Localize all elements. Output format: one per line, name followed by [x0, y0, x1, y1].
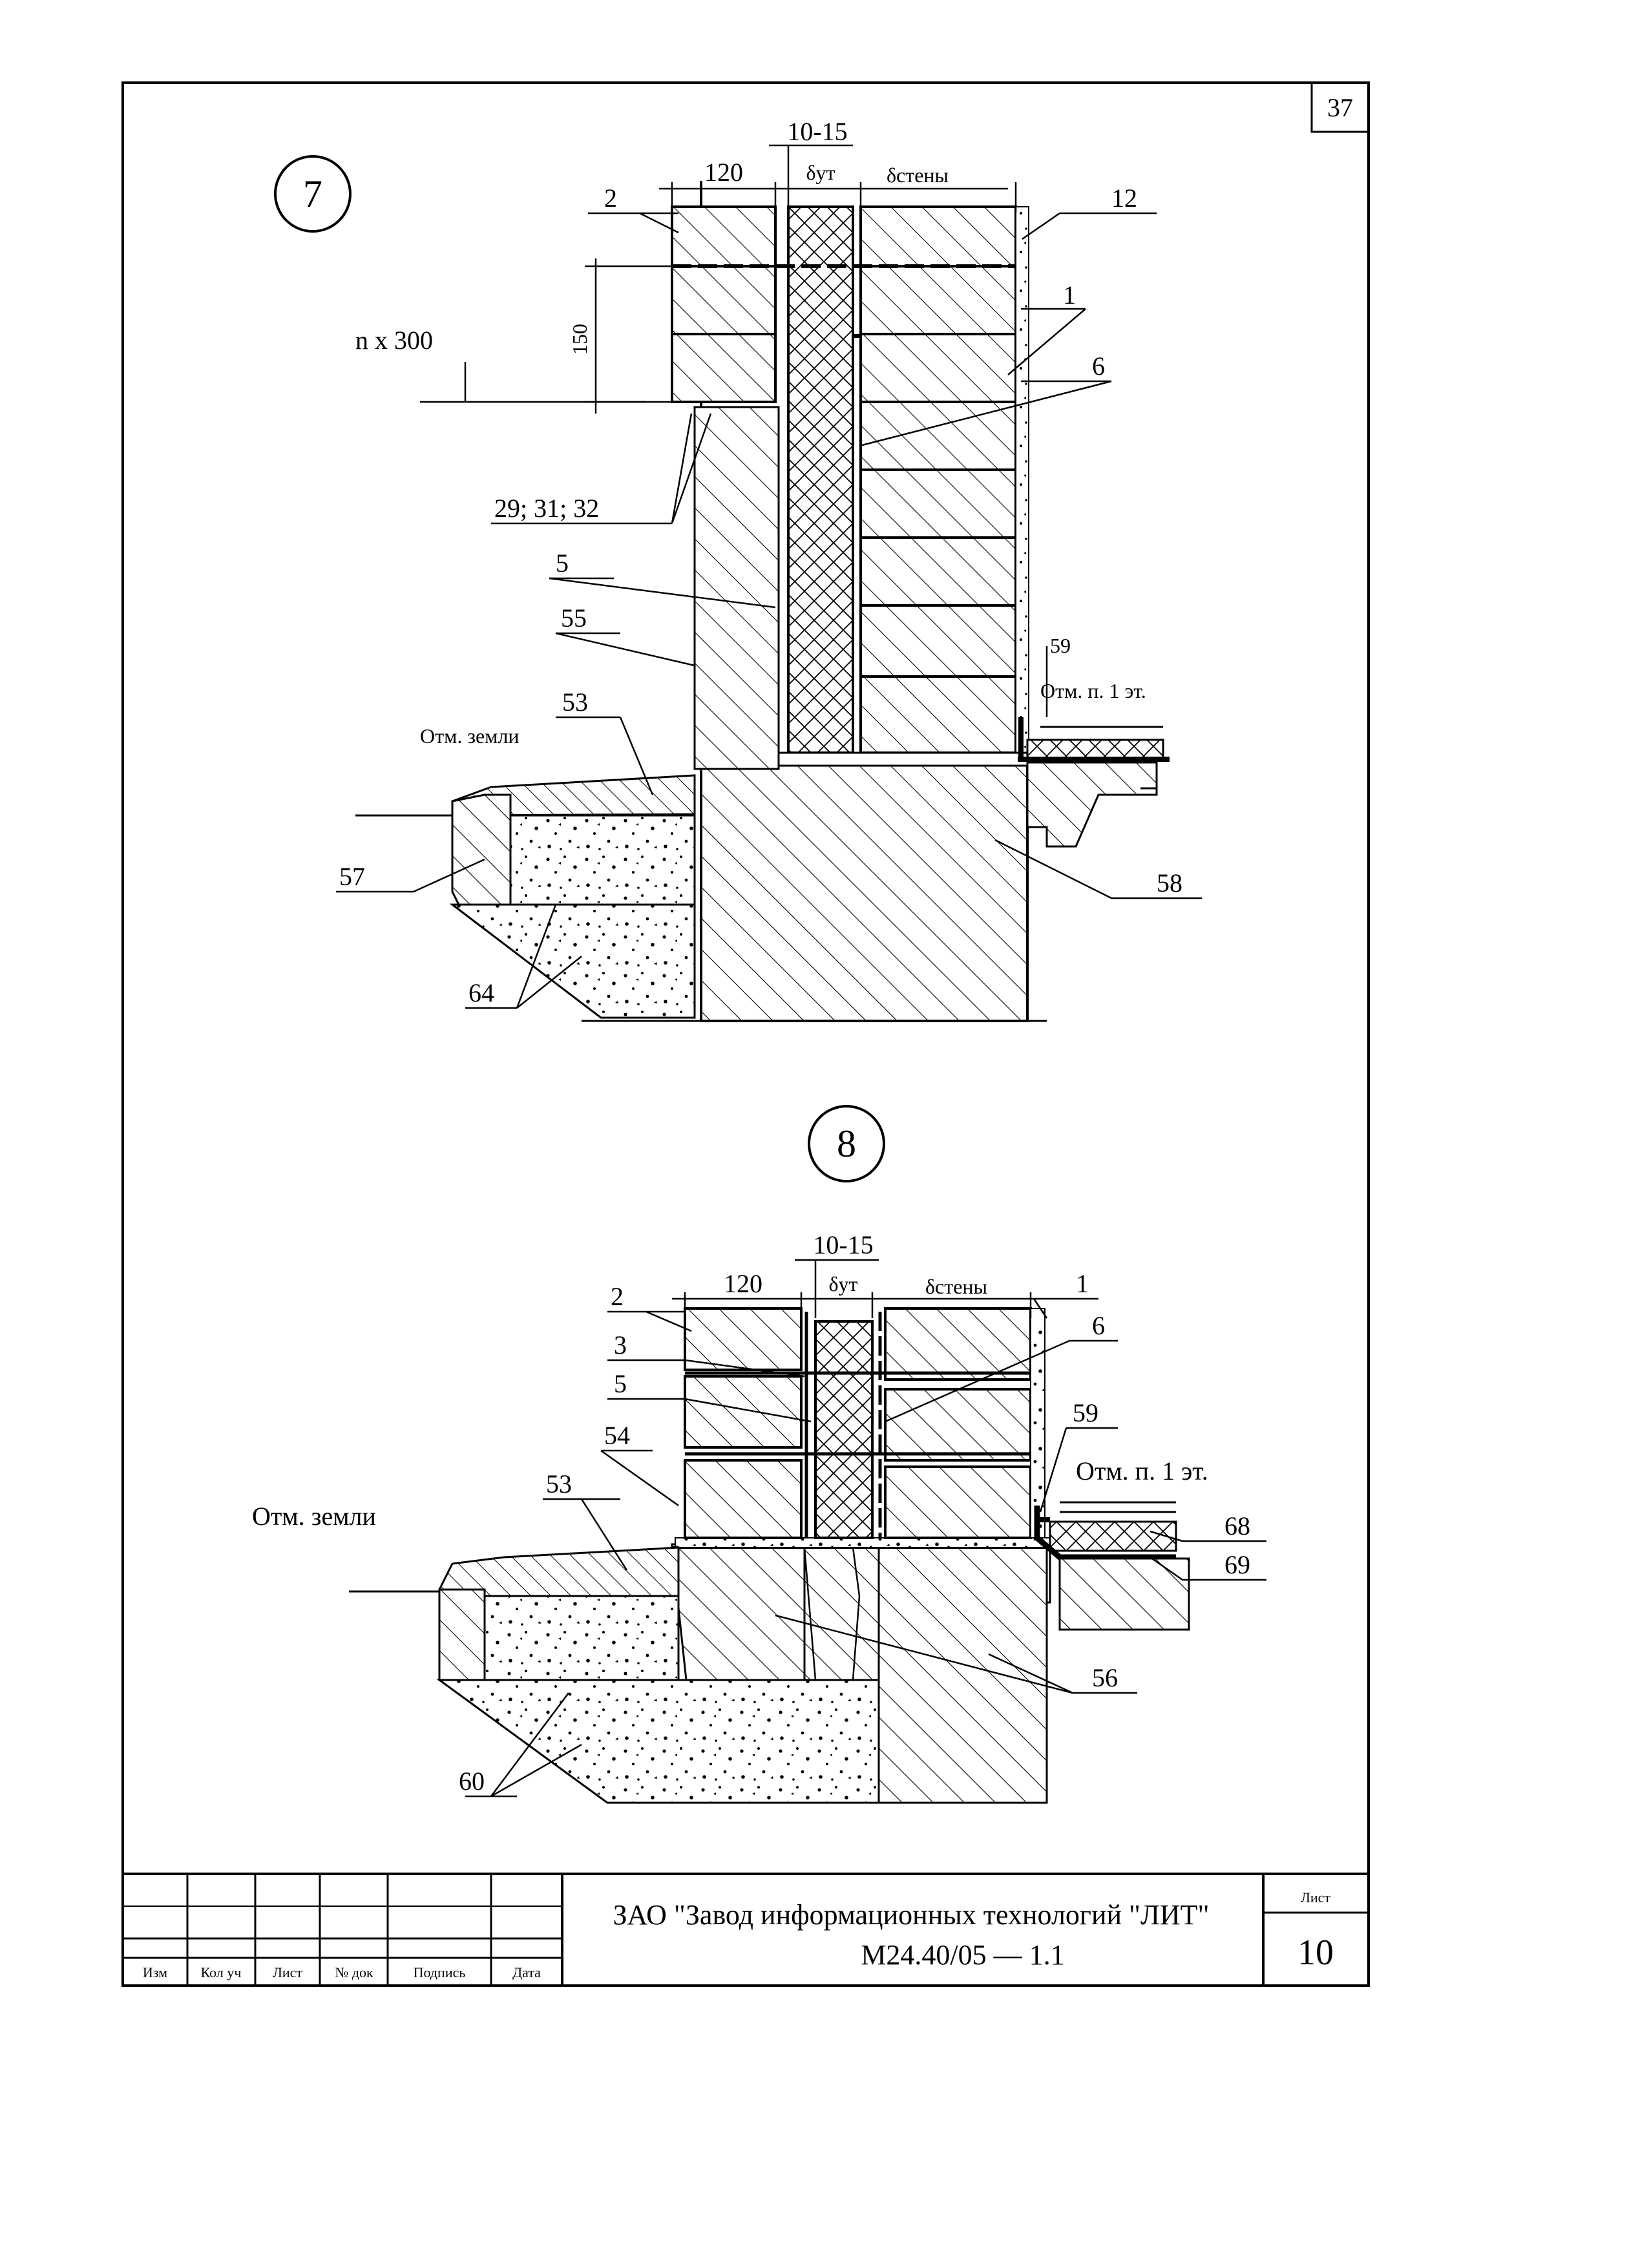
callout-8-2: 2 — [611, 1282, 624, 1311]
foundation-56-a — [671, 1546, 806, 1681]
callout-8-53: 53 — [546, 1469, 572, 1498]
detail-7-marker — [274, 155, 352, 233]
callout-8-59: 59 — [1073, 1398, 1098, 1427]
callout-7-12: 12 — [1111, 184, 1137, 213]
callout-7-58: 58 — [1157, 868, 1182, 898]
callout-8-54: 54 — [604, 1421, 630, 1450]
callout-8-68: 68 — [1224, 1511, 1250, 1540]
tb-header-date: Дата — [512, 1964, 541, 1980]
mortar-bed-54 — [675, 1537, 1051, 1548]
inner-plaster-12 — [1015, 206, 1029, 763]
detail-7-number: 7 — [303, 173, 322, 215]
sheet-number-top: 37 — [1327, 93, 1353, 122]
dim-8-wall: δстены — [925, 1275, 987, 1298]
inner-masonry-8 — [884, 1307, 1032, 1539]
wall-ties — [672, 264, 1016, 338]
wall-base-slab — [777, 751, 1032, 767]
detail-8-marker — [808, 1105, 885, 1182]
callout-7-1: 1 — [1063, 280, 1076, 310]
tb-header-signature: Подпись — [414, 1964, 466, 1980]
tb-sheet-label: Лист — [1301, 1889, 1330, 1906]
detail-8-number: 8 — [837, 1122, 856, 1165]
dim-8-insul: δут — [828, 1272, 857, 1296]
floor-level-7: Отм. п. 1 эт. — [1040, 679, 1146, 702]
callout-7-59: 59 — [1050, 634, 1071, 657]
callout-7-6: 6 — [1092, 352, 1105, 381]
callout-8-1: 1 — [1076, 1269, 1089, 1298]
dim-8-gap: 10-15 — [813, 1230, 873, 1259]
blind-area — [449, 774, 696, 1019]
callout-8-60: 60 — [459, 1767, 485, 1796]
dim-8-outer: 120 — [724, 1269, 762, 1298]
callout-7-64: 64 — [468, 978, 494, 1007]
callout-8-5: 5 — [614, 1369, 627, 1398]
dim-7-wall: δстены — [887, 163, 949, 187]
floor-structure-8 — [1034, 1501, 1190, 1631]
course-joints-8 — [685, 1371, 1031, 1456]
ground-level-7: Отм. земли — [420, 724, 520, 748]
callout-8-56: 56 — [1092, 1663, 1118, 1692]
dim-7-outer: 120 — [704, 158, 743, 187]
insulation-layer — [787, 205, 854, 754]
detail-8: 8 — [252, 1105, 1266, 1804]
dim-7-insul: δут — [806, 161, 835, 184]
callout-7-29-31-32: 29; 31; 32 — [494, 494, 599, 523]
tb-header-izm: Изм — [143, 1964, 167, 1980]
callout-7-2: 2 — [604, 184, 617, 213]
plinth-wall-55 — [693, 406, 780, 770]
callout-8-3: 3 — [614, 1330, 627, 1360]
dim-7-row: 150 — [568, 324, 591, 355]
callout-8-69: 69 — [1224, 1550, 1250, 1579]
level-step: n x 300 — [355, 326, 433, 355]
outer-brick-cladding-8 — [684, 1307, 803, 1539]
insulation-layer-8 — [814, 1320, 874, 1539]
detail-7: 7 — [274, 117, 1202, 1022]
callout-7-5: 5 — [556, 549, 569, 578]
callout-7-57: 57 — [339, 862, 365, 891]
blind-area-8 — [438, 1546, 680, 1681]
floor-structure-59 — [1018, 717, 1170, 848]
dim-7-gap: 10-15 — [787, 117, 847, 146]
tb-header-list: Лист — [273, 1964, 302, 1980]
ground-lines — [355, 787, 1157, 1022]
outer-brick-cladding — [671, 205, 777, 403]
inner-masonry — [859, 205, 1017, 754]
tb-company: ЗАО "Завод информационных технологий "ЛИ… — [613, 1899, 1210, 1931]
callout-7-53: 53 — [562, 688, 588, 717]
tb-header-kol-uch: Кол уч — [201, 1964, 242, 1980]
title-block — [123, 1873, 1369, 1986]
tb-header-doc: № док — [335, 1964, 373, 1980]
callout-leaders-8 — [465, 1297, 1266, 1798]
callout-7-55: 55 — [561, 604, 587, 633]
callout-leaders-7 — [336, 212, 1202, 1009]
tb-sheet-number: 10 — [1297, 1933, 1334, 1973]
callout-8-6: 6 — [1092, 1311, 1105, 1340]
dims-8 — [672, 1259, 1034, 1318]
sheet-frame — [121, 81, 1370, 1987]
gravel-base-60 — [436, 1679, 880, 1804]
ground-level-8: Отм. земли — [252, 1502, 376, 1531]
tb-doc-code: М24.40/05 — 1.1 — [861, 1939, 1064, 1971]
dims-7 — [420, 144, 1017, 414]
foundation-56-right — [877, 1546, 1048, 1804]
floor-level-8: Отм. п. 1 эт. — [1076, 1456, 1208, 1486]
